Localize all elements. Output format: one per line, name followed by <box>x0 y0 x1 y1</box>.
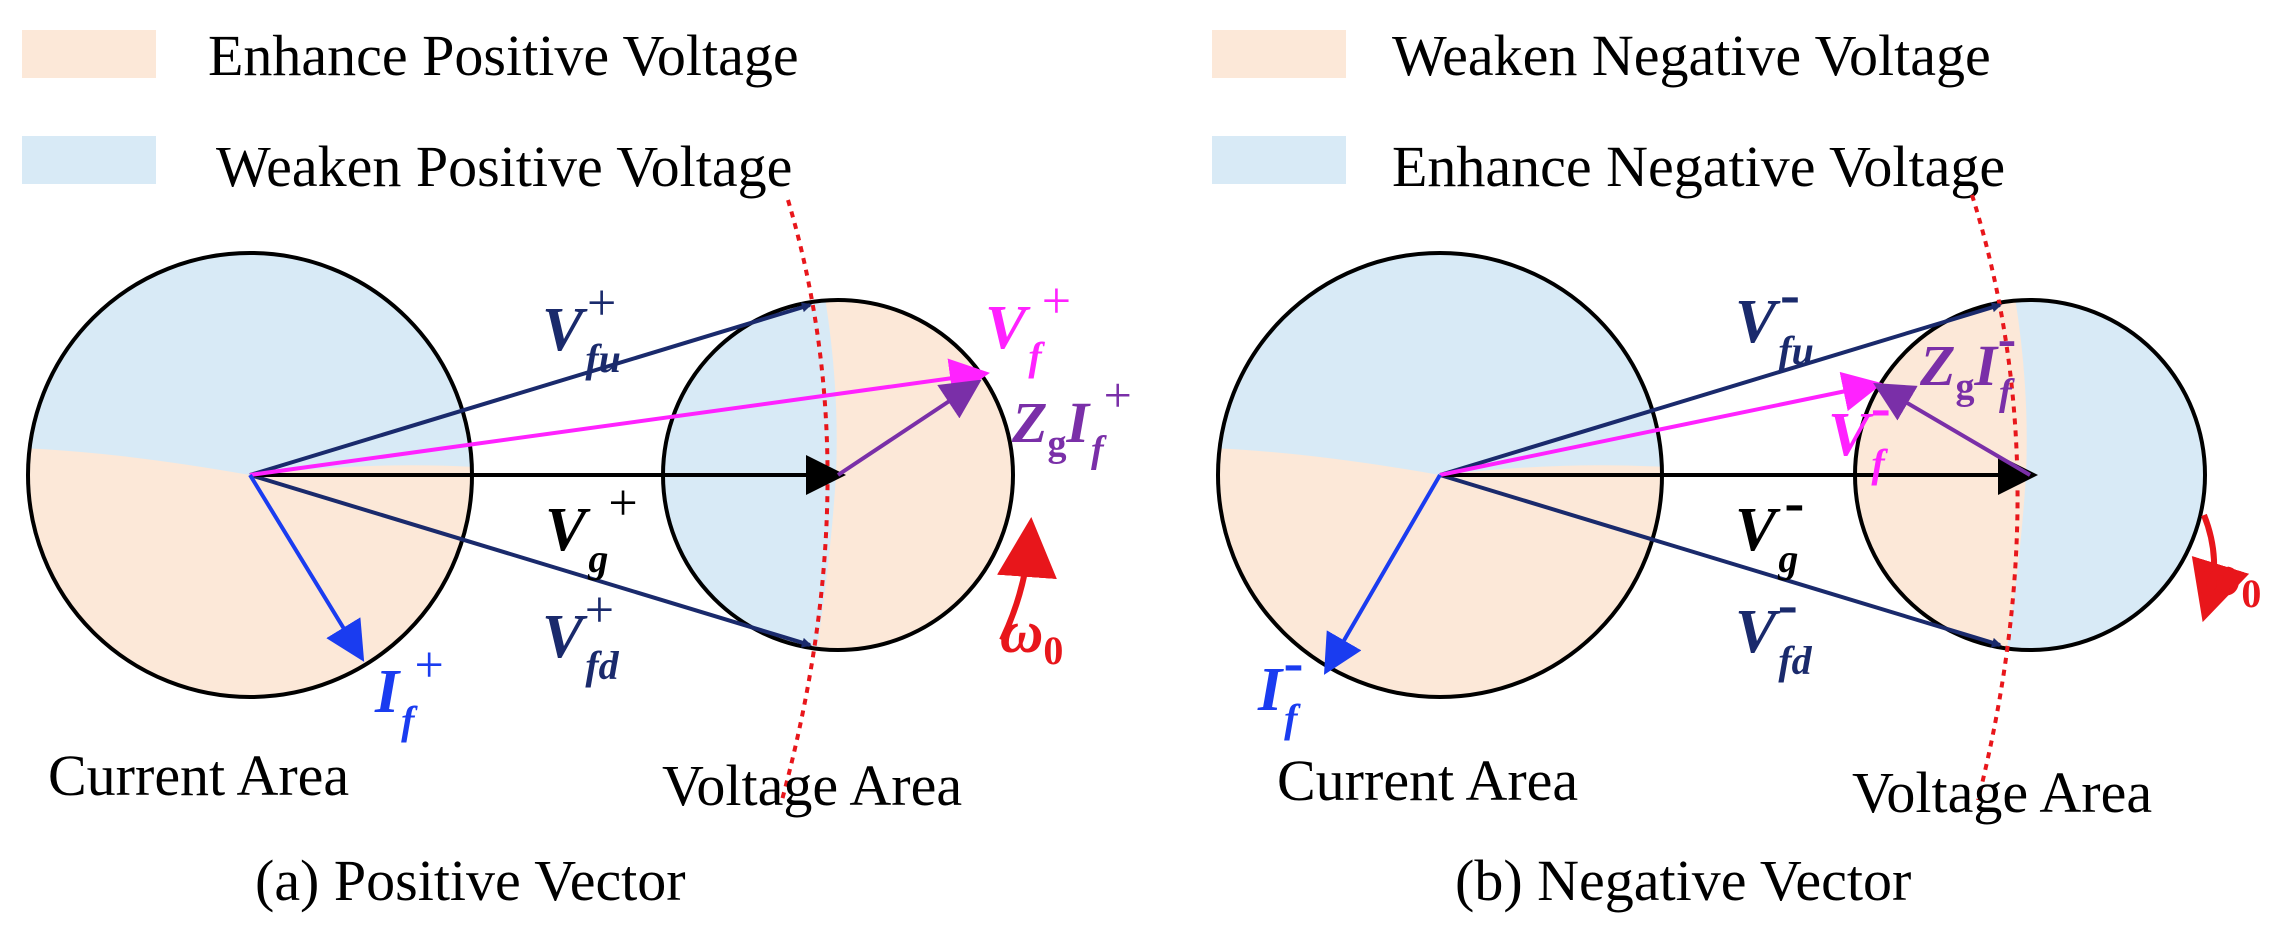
current-area-circle-b <box>1216 251 1664 699</box>
legend-weaken-negative: Weaken Negative Voltage <box>1392 23 1991 88</box>
voltage-area-label-a: Voltage Area <box>662 753 962 818</box>
zg-if-arrow-b <box>1873 382 2032 477</box>
caption-b: (b) Negative Vector <box>1455 848 1911 913</box>
voltage-area-label-b: Voltage Area <box>1852 760 2152 825</box>
caption-a: (a) Positive Vector <box>255 848 686 913</box>
current-area-label-a: Current Area <box>48 743 349 808</box>
label-i-f-a: If+ <box>374 637 444 743</box>
zg-if-arrow-a <box>836 379 982 477</box>
v-fd-arrow-a <box>249 473 812 648</box>
current-area-label-b: Current Area <box>1277 748 1578 813</box>
v-f-arrow-b <box>1439 371 1883 477</box>
label-v-fd-a: Vfd+ <box>542 582 620 688</box>
v-fd-arrow-b <box>1439 473 2002 648</box>
i-f-arrow-b <box>1323 473 1442 675</box>
legend-weaken-positive: Weaken Positive Voltage <box>216 134 792 199</box>
label-v-f-b: Vf- <box>1828 374 1891 486</box>
label-zg-if-a: ZgIf+ <box>1011 367 1132 471</box>
label-v-g-a: Vg+ <box>545 475 638 581</box>
label-v-fd-b: Vfd- <box>1735 571 1813 683</box>
label-v-f-a: Vf+ <box>985 273 1071 379</box>
legend-swatch-weaken-negative <box>1212 30 1346 78</box>
panel-b: Weaken Negative Voltage Enhance Negative… <box>1212 23 2261 913</box>
omega-rotation-arrow-a <box>997 517 1057 642</box>
v-f-arrow-a <box>249 358 990 477</box>
voltage-area-circle-b <box>1853 298 2207 652</box>
label-zg-if-b: ZgIf- <box>1919 308 2016 414</box>
omega-rotation-arrow-b <box>2191 513 2250 623</box>
legend-swatch-weaken-positive <box>22 136 156 184</box>
legend-enhance-negative: Enhance Negative Voltage <box>1392 134 2005 199</box>
label-v-g-b: Vg- <box>1735 469 1804 581</box>
panel-a: Enhance Positive Voltage Weaken Positive… <box>22 23 1132 913</box>
label-v-fu-a: Vfu+ <box>542 275 621 381</box>
v-fu-arrow-a <box>249 302 812 477</box>
boundary-arc-b <box>1970 194 2020 801</box>
i-f-arrow-a <box>248 473 365 662</box>
label-i-f-b: If- <box>1257 629 1303 741</box>
label-omega-a: ω0 <box>1000 599 1063 673</box>
legend-swatch-enhance-negative <box>1212 136 1346 184</box>
legend-swatch-enhance-positive <box>22 30 156 78</box>
label-v-fu-b: Vfu- <box>1735 261 1814 373</box>
legend-enhance-positive: Enhance Positive Voltage <box>208 23 799 88</box>
label-omega-b: ω0 <box>2198 542 2261 616</box>
v-fu-arrow-b <box>1439 302 2002 477</box>
